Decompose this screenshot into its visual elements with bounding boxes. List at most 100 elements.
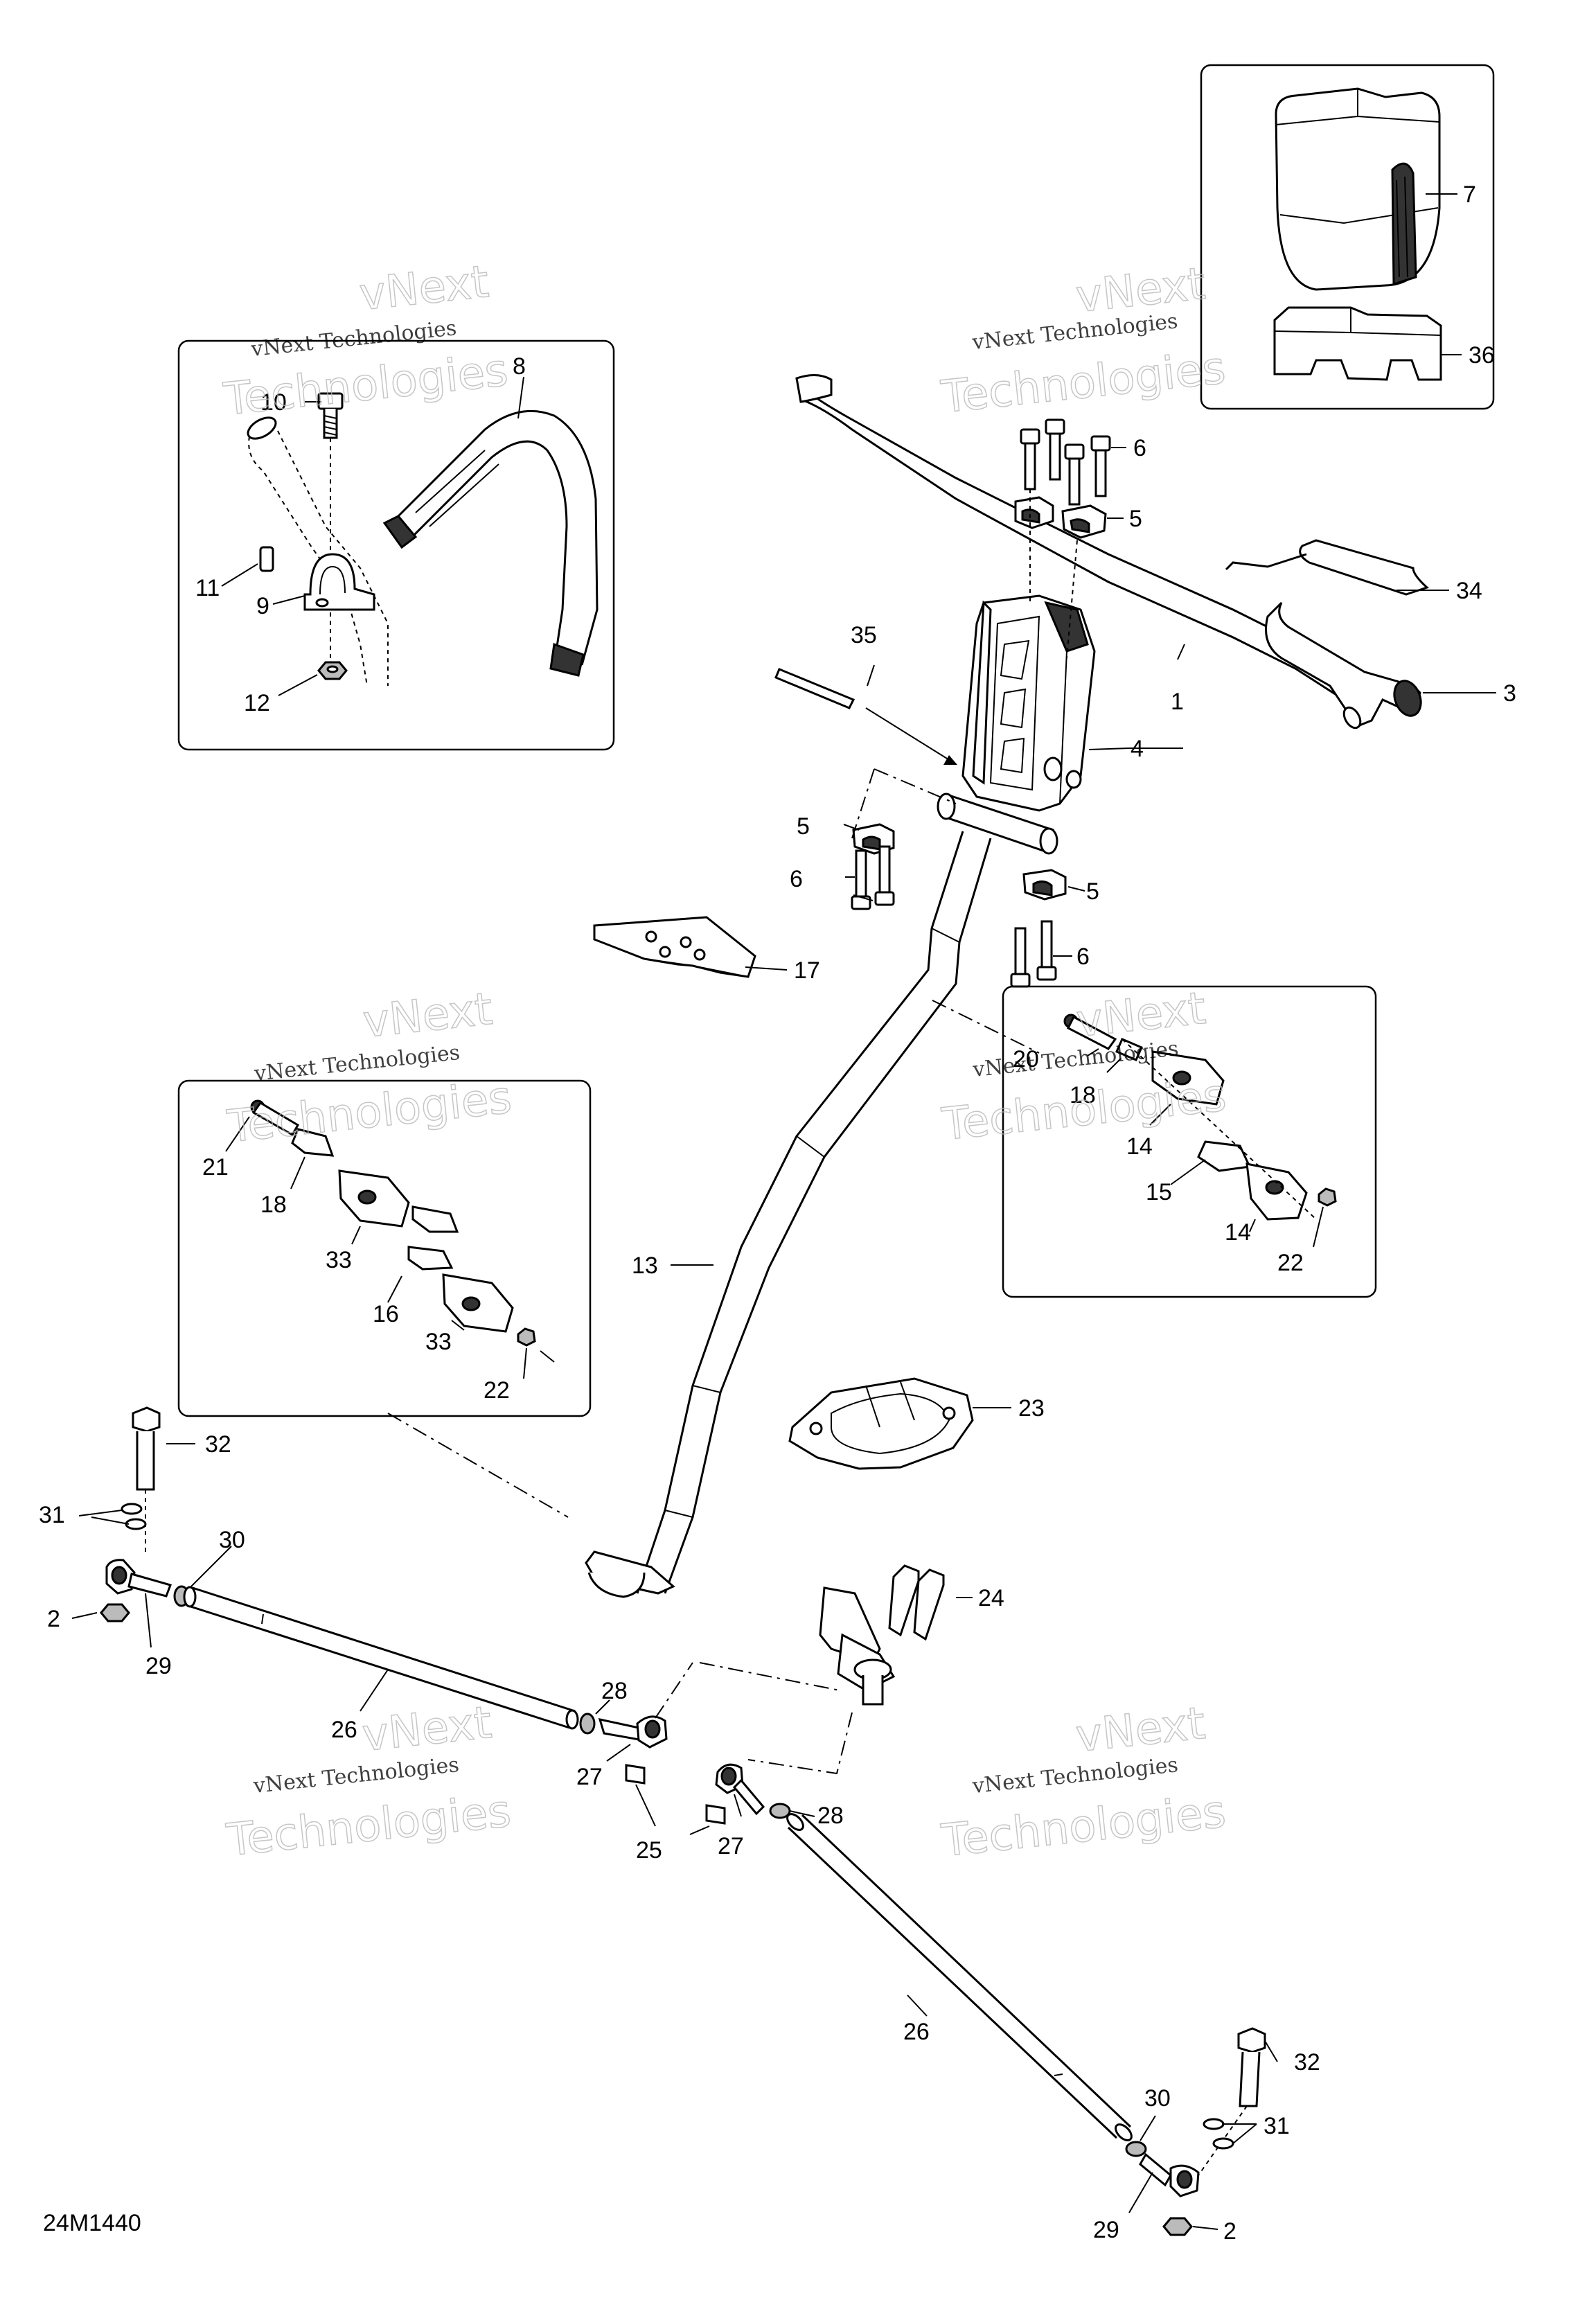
bolt-32-left: [132, 1406, 161, 1552]
watermark-2: vNext Technologies vNext Technologies: [938, 258, 1228, 424]
handlebar: [795, 374, 1379, 715]
callout-10: 10: [260, 389, 287, 416]
callout-17: 17: [794, 957, 820, 984]
tie-rod-26-right: [786, 1813, 1133, 2141]
svg-text:vNext Technologies: vNext Technologies: [253, 1041, 461, 1086]
callout-32b: 32: [1294, 2049, 1320, 2076]
callout-18a: 18: [260, 1192, 287, 1218]
callout-18b: 18: [1070, 1082, 1096, 1108]
callout-33b: 33: [425, 1329, 452, 1355]
callout-5b: 5: [797, 813, 810, 840]
svg-text:vNext Technologies: vNext Technologies: [970, 1753, 1179, 1798]
watermark-5: vNext Technologies vNext Technologies: [224, 1697, 514, 1867]
dash-rodend-left: [655, 1662, 693, 1719]
inset-box-handlebar-clamp: [177, 339, 615, 751]
callout-6a: 6: [1133, 435, 1146, 461]
callout-35: 35: [851, 622, 877, 648]
callout-1: 1: [1171, 689, 1184, 715]
svg-text:vNext: vNext: [361, 984, 495, 1048]
plate-17: [593, 916, 756, 978]
callout-15: 15: [1146, 1179, 1172, 1205]
svg-text:vNext: vNext: [1074, 983, 1208, 1047]
callout-13: 13: [632, 1253, 658, 1279]
nut-2-right: [1162, 2217, 1193, 2236]
inset-box-handlebar-pad: [1200, 64, 1495, 410]
callout-36: 36: [1469, 342, 1495, 369]
cover-23: [788, 1377, 974, 1470]
callout-25: 25: [636, 1837, 662, 1864]
dash-column-to-right-inset: [932, 1000, 1040, 1054]
arrow-line-35: [865, 707, 951, 761]
callout-12: 12: [244, 690, 270, 716]
callout-31b: 31: [1264, 2113, 1290, 2139]
jam-nut-28-left: [579, 1713, 596, 1735]
callout-22a: 22: [484, 1377, 510, 1404]
lower-bolts-6: [851, 845, 1057, 988]
grip-cover-34: [1225, 539, 1429, 596]
callout-33a: 33: [326, 1247, 352, 1273]
callout-23: 23: [1018, 1395, 1045, 1422]
tie-rod-end-29-right: [1139, 2152, 1200, 2197]
callout-22b: 22: [1277, 1250, 1304, 1276]
left-inset-parts: [250, 1099, 555, 1363]
callout-21: 21: [202, 1154, 229, 1180]
pin-35: [774, 668, 855, 709]
washers-31-right: [1203, 2118, 1234, 2150]
callout-30a: 30: [219, 1527, 245, 1553]
svg-text:vNext: vNext: [360, 1697, 495, 1762]
svg-text:vNext Technologies: vNext Technologies: [251, 1753, 460, 1798]
tie-rod-end-27-left: [598, 1715, 668, 1749]
bolt-32-right: [1198, 2027, 1266, 2176]
nut-2-left: [100, 1603, 130, 1622]
bracket-24: [819, 1564, 945, 1706]
callout-34: 34: [1456, 578, 1482, 604]
svg-text:Technologies: Technologies: [224, 1786, 513, 1867]
callout-11: 11: [195, 575, 220, 601]
jam-nut-30-right: [1125, 2141, 1147, 2157]
watermark-3: vNext Technologies vNext Technologies: [224, 983, 515, 1153]
bolt-10: [317, 392, 344, 665]
svg-text:Technologies: Technologies: [939, 343, 1228, 424]
tie-rod-end-29-left: [105, 1559, 172, 1598]
callout-14b: 14: [1225, 1219, 1251, 1246]
callout-30b: 30: [1144, 2085, 1171, 2112]
callout-24: 24: [978, 1585, 1004, 1611]
svg-text:vNext: vNext: [357, 256, 491, 321]
nut-12: [317, 661, 348, 680]
callout-14a: 14: [1126, 1133, 1153, 1160]
steering-column-13: [585, 793, 1058, 1598]
handlebar-loop: [382, 409, 598, 677]
callout-26b: 26: [903, 2019, 930, 2045]
callout-28b: 28: [817, 1803, 844, 1829]
callout-7: 7: [1463, 182, 1476, 208]
dash-bracket-to-link: [747, 1712, 853, 1775]
riser-block-4: [961, 594, 1096, 812]
upper-clamps-5: [1014, 496, 1107, 539]
callout-5a: 5: [1129, 506, 1142, 532]
callout-29a: 29: [145, 1653, 172, 1679]
svg-text:Technologies: Technologies: [939, 1787, 1228, 1868]
leader-lines: [71, 193, 1496, 2230]
inset-box-steering-link-left: [177, 1079, 592, 1417]
callout-2b: 2: [1223, 2218, 1236, 2245]
callout-4: 4: [1130, 736, 1144, 762]
inset-box-steering-link-right: [1002, 985, 1377, 1298]
clamp-9: [303, 553, 375, 611]
svg-text:vNext Technologies: vNext Technologies: [970, 309, 1179, 355]
arrow-head-35: [943, 755, 957, 765]
pin-11: [259, 546, 274, 572]
callout-27a: 27: [576, 1764, 603, 1790]
watermark-6: vNext Technologies vNext Technologies: [939, 1697, 1229, 1868]
tie-rod-end-27-right: [715, 1763, 765, 1816]
callout-31a: 31: [39, 1502, 65, 1528]
washers-31-left: [121, 1503, 147, 1530]
handlebar-pad: [1275, 87, 1441, 291]
callout-16: 16: [373, 1301, 399, 1327]
tie-rod-26-left: [183, 1586, 579, 1730]
callout-6b: 6: [790, 866, 803, 892]
callout-28a: 28: [601, 1678, 628, 1704]
callout-3: 3: [1503, 680, 1516, 707]
callout-numbers: 7 36 8 10 11 9 12 6 5 34 3 35 1 4 5 5 6 …: [39, 182, 1516, 2245]
